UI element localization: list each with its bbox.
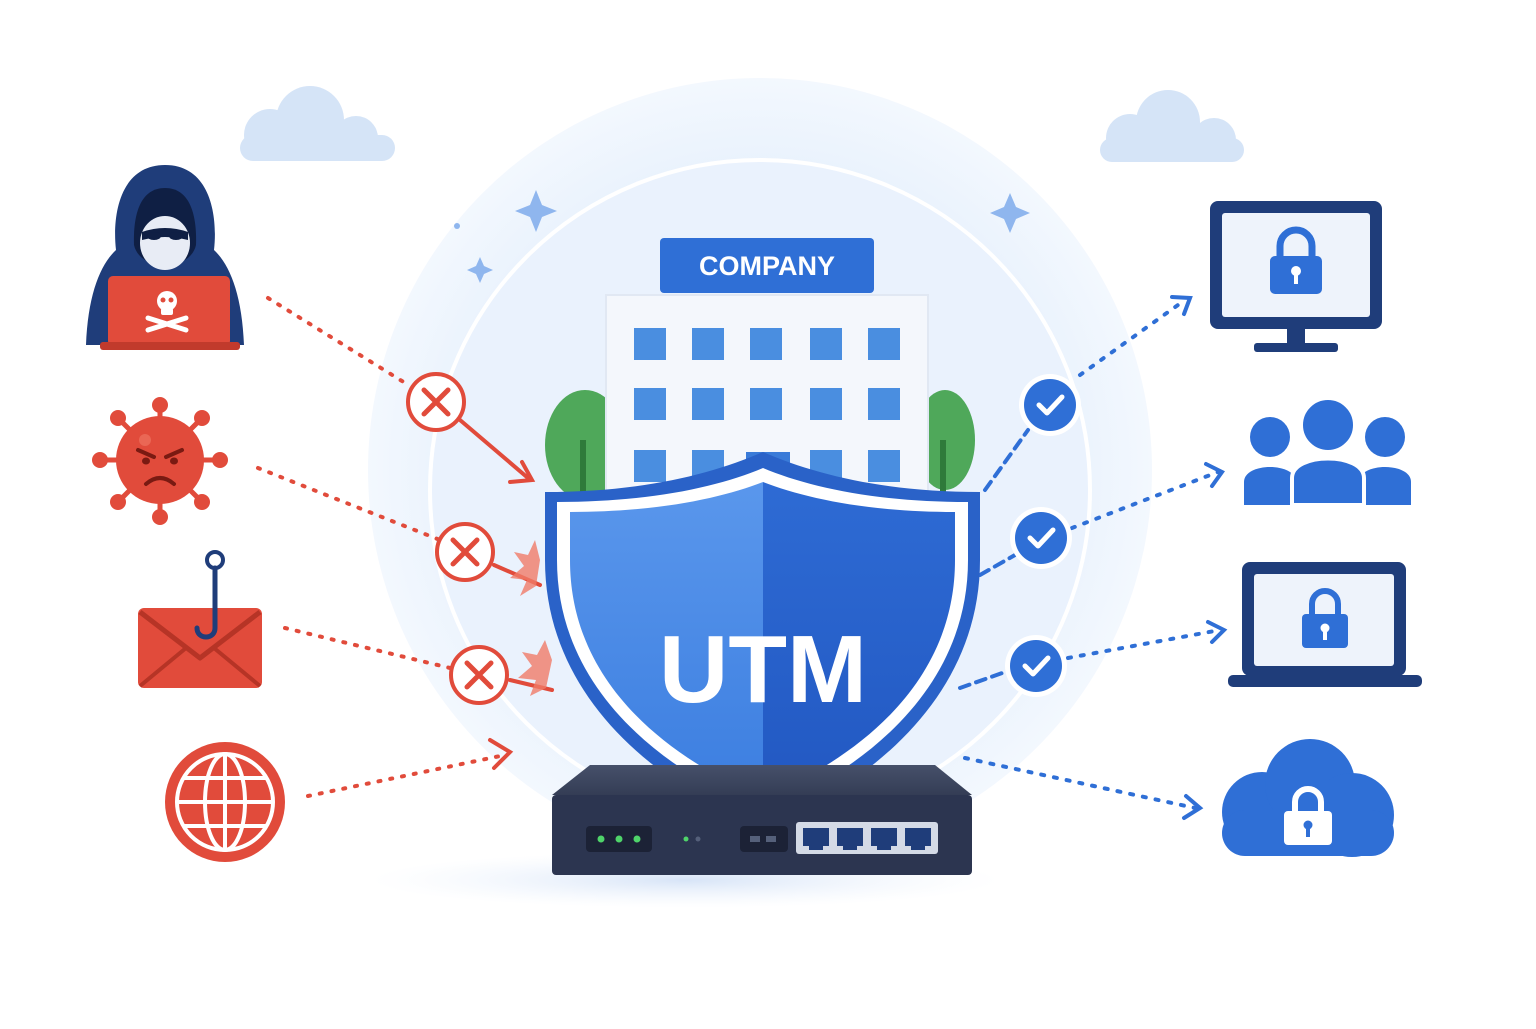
ethernet-port bbox=[803, 828, 829, 850]
allow-markers bbox=[1005, 374, 1081, 697]
laptop-dotted-line bbox=[1066, 628, 1222, 660]
cloud-dotted-line bbox=[963, 756, 1197, 810]
sparkle-decoration bbox=[454, 190, 1030, 283]
building-window bbox=[810, 328, 842, 360]
status-led bbox=[615, 835, 623, 843]
block-marker-phishing bbox=[449, 645, 509, 705]
ethernet-port bbox=[905, 828, 931, 850]
threat-connections bbox=[256, 296, 554, 798]
cloud-arrowhead bbox=[1182, 794, 1204, 820]
users-arrowhead bbox=[1204, 462, 1225, 488]
ethernet-port bbox=[871, 828, 897, 850]
building-windows bbox=[634, 328, 900, 482]
check-marker-laptop bbox=[1005, 635, 1067, 697]
web-dotted-line bbox=[306, 753, 507, 798]
desktop-dotted-line bbox=[1078, 298, 1187, 377]
activity-led bbox=[695, 836, 701, 842]
laptop-arrowhead bbox=[1206, 620, 1228, 644]
building-window bbox=[634, 328, 666, 360]
ethernet-port-bank bbox=[796, 822, 938, 854]
users-group-icon bbox=[1244, 396, 1411, 507]
company-label: COMPANY bbox=[699, 251, 835, 281]
locked-laptop-icon bbox=[1228, 562, 1422, 687]
company-sign bbox=[660, 238, 874, 293]
usb-port-panel bbox=[740, 826, 788, 852]
phishing-email-icon bbox=[138, 550, 262, 688]
building-window bbox=[750, 388, 782, 420]
web-arrowhead bbox=[488, 738, 514, 770]
desktop-line-in bbox=[983, 428, 1030, 492]
utm-appliance bbox=[552, 765, 972, 875]
block-markers bbox=[406, 372, 509, 705]
desktop-arrowhead bbox=[1170, 295, 1193, 316]
locked-desktop-icon bbox=[1210, 201, 1382, 352]
building-window bbox=[692, 328, 724, 360]
hacker-arrowhead bbox=[508, 460, 536, 484]
block-marker-hacker bbox=[406, 372, 466, 432]
utm-label: UTM bbox=[659, 616, 867, 723]
hooded-hacker-icon bbox=[86, 165, 244, 350]
building-window bbox=[810, 388, 842, 420]
globe-icon bbox=[165, 742, 285, 862]
shield-right-half bbox=[763, 482, 955, 798]
protected-connections bbox=[958, 295, 1228, 820]
building-window bbox=[868, 388, 900, 420]
impact-bursts bbox=[510, 540, 552, 696]
cloud-right-decoration bbox=[1100, 90, 1244, 162]
phishing-dotted-line bbox=[283, 626, 452, 670]
building-window bbox=[750, 328, 782, 360]
check-marker-desktop bbox=[1019, 374, 1081, 436]
hacker-dotted-line bbox=[266, 296, 412, 388]
appliance-top bbox=[552, 765, 972, 795]
status-led bbox=[597, 835, 605, 843]
check-marker-users bbox=[1010, 507, 1072, 569]
building-window bbox=[868, 450, 900, 482]
building-window bbox=[868, 328, 900, 360]
virus-dotted-line bbox=[256, 466, 442, 542]
laptop-line-in bbox=[958, 670, 1007, 690]
ethernet-port bbox=[837, 828, 863, 850]
tree-right bbox=[915, 390, 975, 500]
status-led bbox=[633, 835, 641, 843]
building-window bbox=[692, 388, 724, 420]
ethernet-ports bbox=[803, 828, 931, 850]
users-dotted-line bbox=[1070, 470, 1220, 530]
activity-led bbox=[683, 836, 689, 842]
virus-icon bbox=[92, 397, 228, 525]
utm-shield: UTM bbox=[545, 452, 980, 828]
building-window bbox=[634, 450, 666, 482]
hacker-arrow-line bbox=[458, 418, 530, 480]
locked-cloud-icon bbox=[1222, 739, 1394, 857]
cloud-left-decoration bbox=[240, 86, 395, 161]
users-line-in bbox=[978, 553, 1017, 577]
block-marker-virus bbox=[435, 522, 495, 582]
building-window bbox=[634, 388, 666, 420]
shield-left-half bbox=[570, 482, 763, 798]
